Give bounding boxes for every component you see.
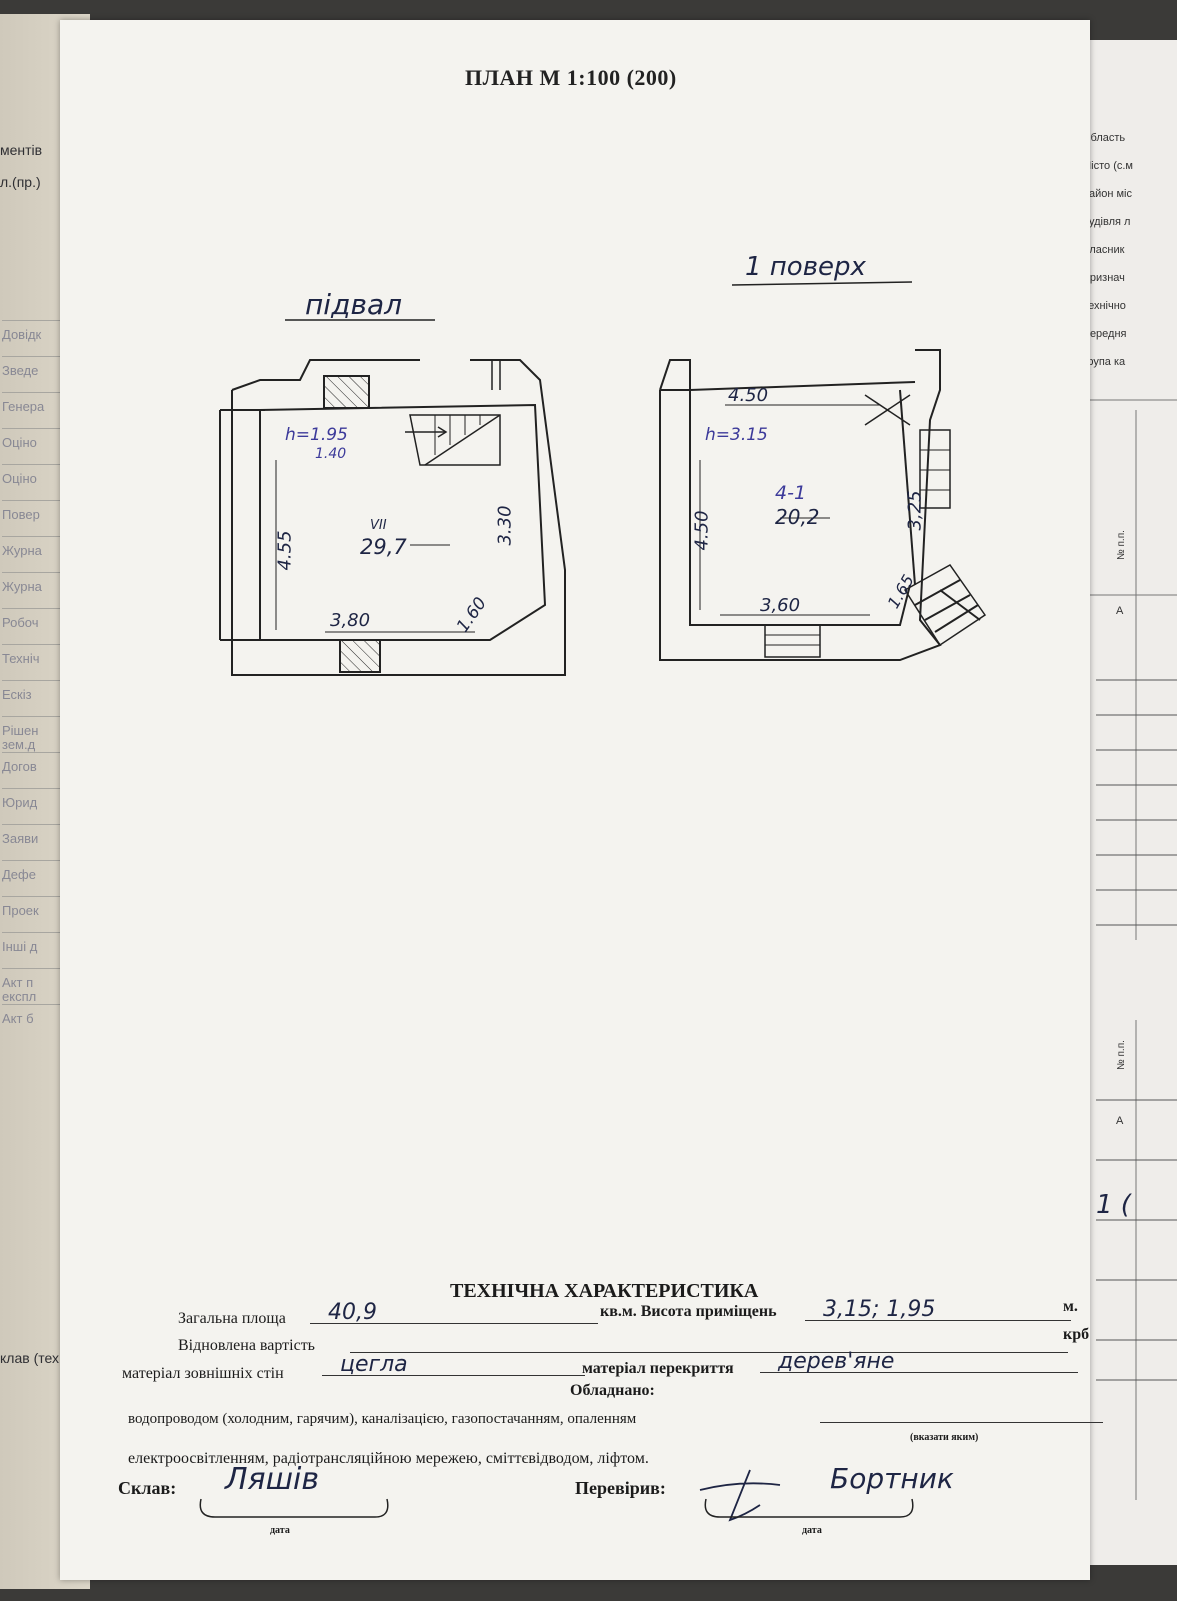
floor1-dim-left: 4.50 (691, 510, 713, 551)
right-label: Будівля л (1082, 216, 1131, 228)
height-value: 3,15; 1,95 (805, 1299, 1071, 1321)
left-underlying-sheet: ментів л.(пр.) Довідк Зведе Генера Оціно… (0, 120, 70, 1420)
specify-hint: (вказати яким) (910, 1432, 979, 1443)
right-underlying-sheet: Область Місто (с.м Район міс Будівля л В… (1075, 40, 1177, 1565)
left-item: Інші д (2, 932, 62, 968)
unit-area-label: кв.м. Висота приміщень (600, 1303, 777, 1320)
floor1-room-no: 4-1 (775, 482, 807, 504)
composed-label: Склав: (118, 1478, 177, 1498)
left-item: Журна (2, 572, 62, 608)
total-area-value: 40,9 (310, 1302, 598, 1324)
left-item: Акт б (2, 1004, 62, 1040)
unit-krb: крб (1063, 1326, 1090, 1343)
right-label: Власник (1082, 244, 1125, 256)
left-item: Догов (2, 752, 62, 788)
right-label: Признач (1082, 272, 1125, 284)
floors-label: матеріал перекриття (582, 1360, 734, 1377)
restored-label: Відновлена вартість (178, 1337, 315, 1354)
left-item: Юрид (2, 788, 62, 824)
left-item: Журна (2, 536, 62, 572)
right-col-header: № п.п. (1116, 530, 1127, 560)
floor1-plan (659, 349, 987, 661)
date-label-1: дата (270, 1525, 290, 1536)
left-item: Повер (2, 500, 62, 536)
floor1-height: h=3.15 (705, 425, 768, 445)
left-item: Техніч (2, 644, 62, 680)
floor1-dim-right: 3,25 (904, 490, 926, 531)
composed-date-bracket (199, 1498, 389, 1518)
floor1-dim-top: 4.50 (728, 385, 769, 406)
basement-dim-left: 4.55 (274, 530, 296, 571)
restored-value-line (350, 1332, 1068, 1353)
equipment-line-2: електроосвітленням, радіотрансляційною м… (128, 1450, 649, 1467)
total-area-label: Загальна площа (178, 1310, 286, 1327)
basement-dim-right: 3.30 (494, 505, 516, 546)
checked-signature-flourish (699, 1469, 781, 1522)
basement-area: 29,7 (360, 535, 407, 559)
walls-label: матеріал зовнішніх стін (122, 1365, 284, 1382)
left-item: Рішен зем.д (2, 716, 62, 752)
document-page: ПЛАН М 1:100 (200) (60, 20, 1103, 1580)
page-title: ПЛАН М 1:100 (200) (465, 65, 677, 90)
left-item: Генера (2, 392, 62, 428)
right-label: Технічно (1082, 300, 1126, 312)
right-col-a-2: A (1116, 1115, 1124, 1127)
left-top-line-1: ментів (0, 142, 43, 158)
walls-value: цегла (322, 1354, 585, 1376)
left-bottom-line: клав (тех (0, 1350, 59, 1366)
floor1-dim-bottom: 3,60 (760, 595, 801, 616)
floor-plans-drawing (219, 281, 987, 676)
left-item: Робоч (2, 608, 62, 644)
left-item: Проек (2, 896, 62, 932)
checked-date-bracket (704, 1498, 914, 1518)
right-label: Район міс (1082, 188, 1132, 200)
right-label: Місто (с.м (1082, 160, 1133, 172)
left-item: Ескіз (2, 680, 62, 716)
unit-m: м. (1063, 1298, 1078, 1315)
right-label: Область (1082, 132, 1126, 144)
basement-dim-bottom: 3,80 (330, 610, 371, 631)
floors-value: дерев'яне (760, 1351, 1078, 1373)
right-label: Група ка (1082, 356, 1126, 368)
tech-title: ТЕХНІЧНА ХАРАКТЕРИСТИКА (450, 1280, 759, 1302)
floor1-label: 1 поверх (745, 252, 866, 282)
basement-height: h=1.95 (285, 425, 348, 445)
right-col-header-2: № п.п. (1116, 1040, 1127, 1070)
left-top-line-2: л.(пр.) (0, 174, 41, 190)
left-item: Оціно (2, 428, 62, 464)
equipment-line-1: водопроводом (холодним, гарячим), каналі… (128, 1411, 637, 1427)
composed-signature: Ляшів (225, 1462, 320, 1497)
left-item: Дефе (2, 860, 62, 896)
right-label: Середня (1082, 328, 1127, 340)
floor1-area: 20,2 (775, 505, 820, 529)
left-item: Зведе (2, 356, 62, 392)
basement-height-2: 1.40 (315, 446, 347, 462)
left-item: Акт п експл (2, 968, 62, 1004)
left-item: Оціно (2, 464, 62, 500)
basement-plan (219, 359, 566, 676)
date-label-2: дата (802, 1525, 822, 1536)
right-sheet-table-lines (1076, 399, 1177, 1500)
left-item: Довідк (2, 320, 62, 356)
right-col-a: A (1116, 605, 1124, 617)
left-item: Заяви (2, 824, 62, 860)
equipment-line-1-blank (820, 1402, 1103, 1423)
equipped-label: Обладнано: (570, 1382, 655, 1399)
basement-label: підвал (305, 288, 403, 321)
checked-signature: Бортник (830, 1462, 954, 1495)
right-handwritten: 1 ( (1096, 1190, 1131, 1220)
basement-room-no: VII (370, 518, 387, 533)
checked-label: Перевірив: (575, 1478, 666, 1498)
